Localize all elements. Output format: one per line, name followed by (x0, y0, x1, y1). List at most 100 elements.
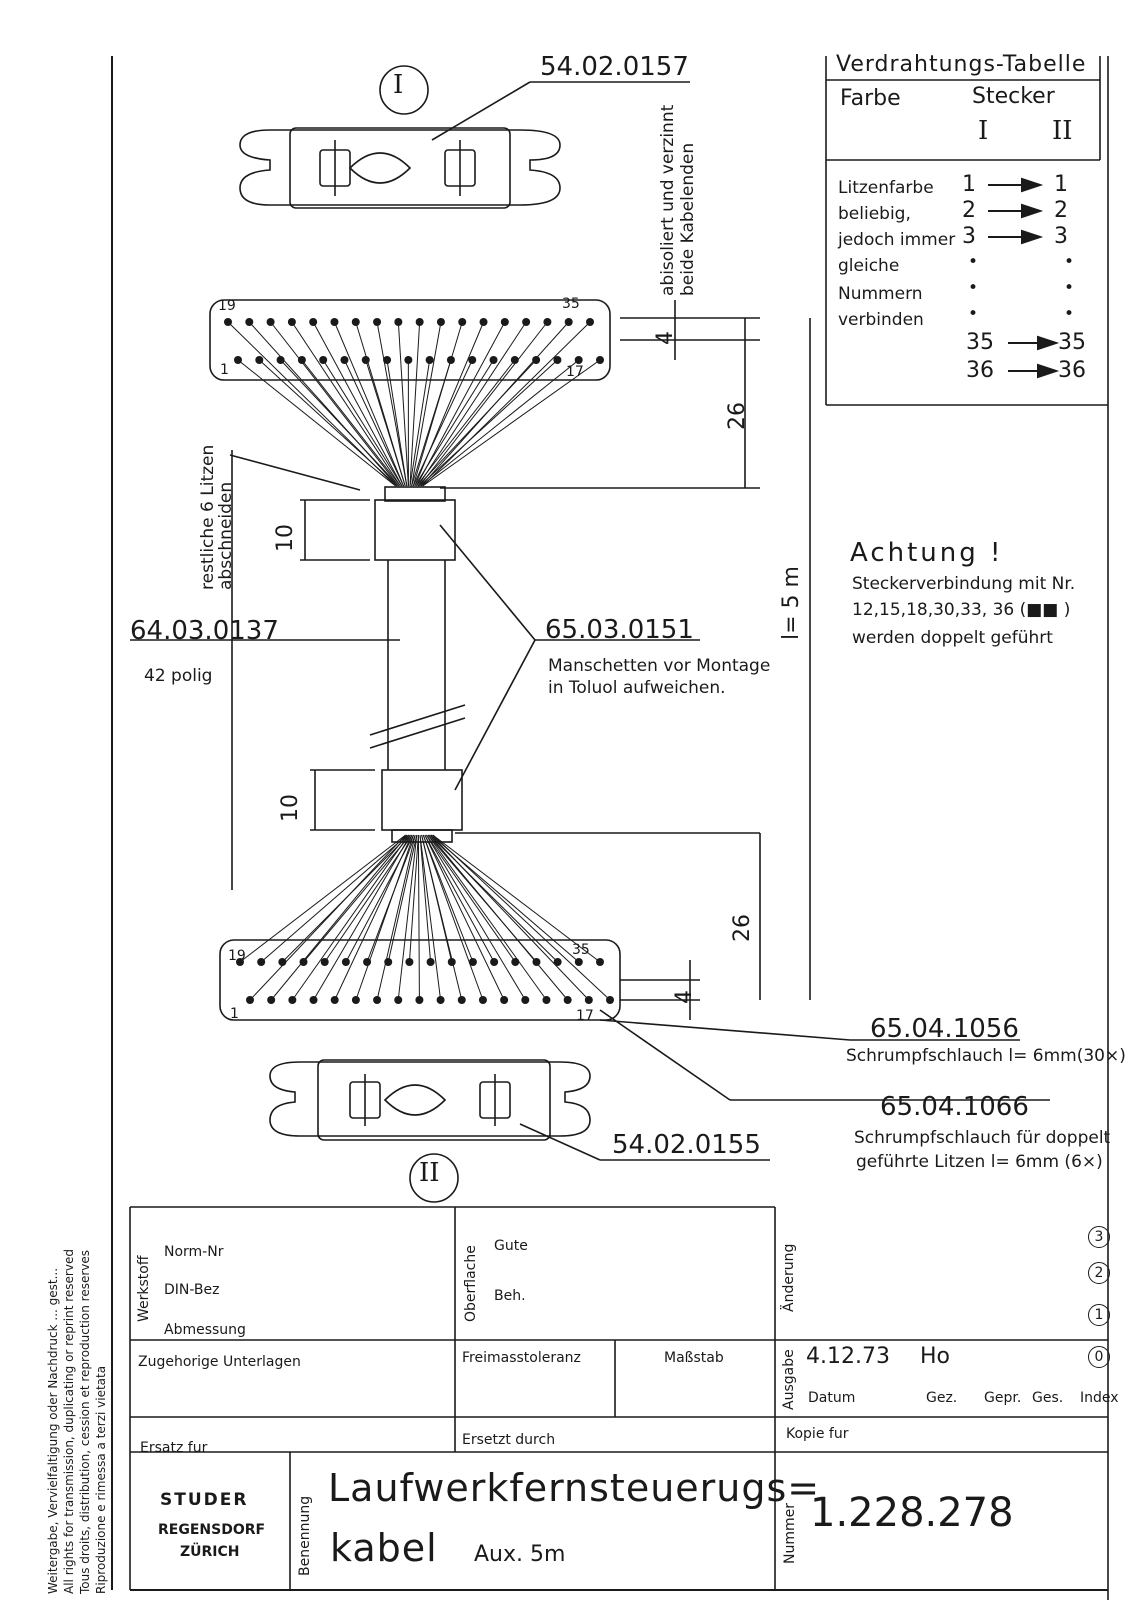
wiring-dot: • (1064, 278, 1075, 298)
wire (397, 321, 409, 487)
wire (416, 359, 516, 487)
wire (248, 321, 398, 487)
dim-sleeve-bottom: 10 (278, 794, 303, 822)
pin (500, 318, 509, 326)
pin (266, 318, 275, 326)
wire (270, 321, 400, 487)
tb-din: DIN-Bez (164, 1282, 220, 1298)
tb-norm: Norm-Nr (164, 1244, 224, 1260)
tb-ersetzt: Ersetzt durch (462, 1432, 556, 1448)
wire (260, 834, 408, 963)
pin-label-b1: 1 (230, 1006, 239, 1022)
tb-ges: Ges. (1032, 1390, 1064, 1406)
pin (351, 996, 360, 1004)
wire (421, 834, 463, 1001)
pin (542, 996, 551, 1004)
pin (574, 958, 583, 966)
wiring-col-color: Farbe (840, 86, 901, 111)
wiring-note-5: verbinden (838, 310, 924, 330)
wiring-dot: • (1064, 304, 1075, 324)
pin (288, 996, 297, 1004)
pin-label-b19: 19 (228, 948, 246, 964)
sleeve-part-number: 65.03.0151 (545, 615, 694, 645)
wire (417, 321, 527, 487)
part-54-02-0157: 54.02.0157 (540, 52, 689, 82)
wiring-dot: • (1064, 252, 1075, 272)
pin (563, 996, 572, 1004)
wire (411, 321, 442, 487)
wire (422, 359, 601, 487)
dim-pitch-bottom: 4 (672, 990, 697, 1004)
dim-total-length: l= 5 m (779, 566, 804, 640)
shrink1-description: Schrumpfschlauch l= 6mm(30×) (846, 1046, 1126, 1066)
tb-title-line-3: Aux. 5m (474, 1542, 566, 1567)
pin (257, 958, 266, 966)
tb-unterlagen: Zugehorige Unterlagen (138, 1354, 301, 1370)
wiring-dot: • (968, 278, 979, 298)
pin (532, 356, 541, 364)
pin (330, 996, 339, 1004)
wire (419, 834, 442, 1001)
pin (489, 356, 498, 364)
tb-freimass: Freimasstoleranz (462, 1350, 581, 1366)
pin (320, 958, 329, 966)
wire (365, 359, 406, 487)
wire (422, 321, 591, 487)
pin (586, 318, 594, 326)
wire (258, 359, 398, 487)
wire (424, 834, 495, 963)
tb-company-name: STUDER (160, 1490, 249, 1510)
wire (417, 359, 537, 487)
pin (447, 958, 456, 966)
sleeve-note-2: in Toluol aufweichen. (548, 678, 726, 698)
wiring-to-2: 2 (1054, 198, 1068, 223)
pin (363, 958, 372, 966)
dim-fan-top: 26 (725, 402, 750, 430)
wiring-dot: • (968, 252, 979, 272)
pin (394, 318, 403, 326)
strip-note-2: beide Kabelenden (678, 142, 698, 296)
pin (276, 356, 285, 364)
copyright-line-1: Weitergabe, Vervielfaltigung oder Nachdr… (46, 1267, 60, 1594)
wire (376, 834, 416, 1001)
sleeve-note-1: Manschetten vor Montage (548, 656, 771, 676)
pin (255, 356, 264, 364)
pin-label-19: 19 (218, 298, 236, 314)
copyright-line-3: Tous droits, distribution, cession et re… (78, 1249, 92, 1594)
wiring-from-2: 2 (962, 198, 976, 223)
wire (397, 834, 418, 1001)
pin (532, 958, 541, 966)
wiring-plug-1: I (978, 116, 989, 146)
wiring-to-1: 1 (1054, 172, 1068, 197)
wire (409, 359, 431, 487)
pin (426, 958, 435, 966)
strip-note-1: abisoliert und verzinnt (658, 104, 678, 296)
wire (249, 834, 406, 1001)
pin-label-17: 17 (566, 364, 584, 380)
pin (511, 958, 520, 966)
pin (574, 356, 583, 364)
pin (522, 318, 531, 326)
wire (422, 834, 474, 963)
pin (436, 996, 445, 1004)
pin (415, 318, 424, 326)
tb-werkstoff: Werkstoff (136, 1255, 152, 1323)
copyright-line-4: Riproduzione e rimessa a terzi vietata (94, 1365, 108, 1594)
wire (411, 359, 452, 487)
pin (330, 318, 339, 326)
wire (376, 321, 408, 487)
tb-gez-name: Ho (920, 1344, 951, 1369)
wiring-from-1: 1 (962, 172, 976, 197)
wire (291, 834, 410, 1001)
pin (490, 958, 499, 966)
wire (420, 359, 580, 487)
pin (394, 996, 403, 1004)
pin (278, 958, 287, 966)
pin (415, 996, 424, 1004)
wire (425, 834, 526, 1001)
wiring-note-1: beliebig, (838, 204, 911, 224)
pin (351, 318, 360, 326)
dim-pitch-top: 4 (653, 331, 678, 345)
tb-datum: Datum (808, 1390, 856, 1406)
wire (427, 834, 547, 1001)
